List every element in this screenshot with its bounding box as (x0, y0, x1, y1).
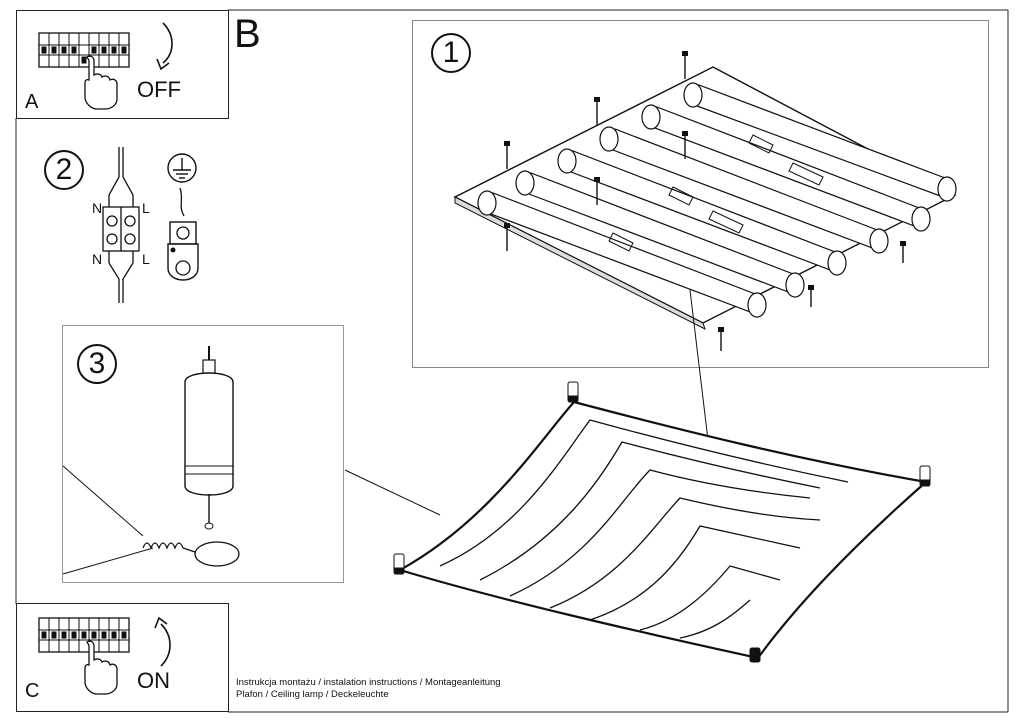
step-1-number: 1 (431, 33, 471, 73)
step-1-panel: 1 (412, 20, 989, 368)
panel-a-letter: A (25, 91, 39, 113)
step-3-number: 3 (77, 344, 117, 384)
live-label-bottom: L (142, 251, 150, 267)
ground-terminal-drawing (167, 153, 199, 281)
live-label-top: L (142, 200, 150, 216)
step-2-number: 2 (44, 150, 84, 190)
hand-pointer-icon (84, 55, 118, 110)
neutral-label-top: N (92, 200, 103, 216)
mounting-plate-drawing (453, 51, 957, 351)
off-label: OFF (137, 77, 181, 102)
fuse-box-icon (38, 617, 130, 653)
step-3-panel: 3 (62, 325, 344, 583)
panel-a-power-off: A OFF (16, 10, 229, 119)
arrow-up-curved-icon (154, 616, 171, 667)
fuse-box-icon (38, 32, 130, 68)
panel-c-letter: C (25, 680, 40, 702)
caption-instructions: Instrukcja montażu / instalation instruc… (236, 677, 501, 688)
hand-pointer-icon (84, 640, 118, 695)
tube-spring-drawing (62, 346, 240, 575)
panel-c-power-on: C ON (16, 603, 229, 712)
panel-b-letter: B (234, 12, 261, 56)
caption-product: Plafon / Ceiling lamp / Deckeleuchte (236, 689, 389, 700)
neutral-label-bottom: N (92, 251, 103, 267)
lamp-shade-drawing (393, 381, 931, 663)
wiring-connector-drawing (102, 147, 140, 303)
on-label: ON (137, 668, 170, 693)
arrow-down-curved-icon (156, 22, 173, 71)
